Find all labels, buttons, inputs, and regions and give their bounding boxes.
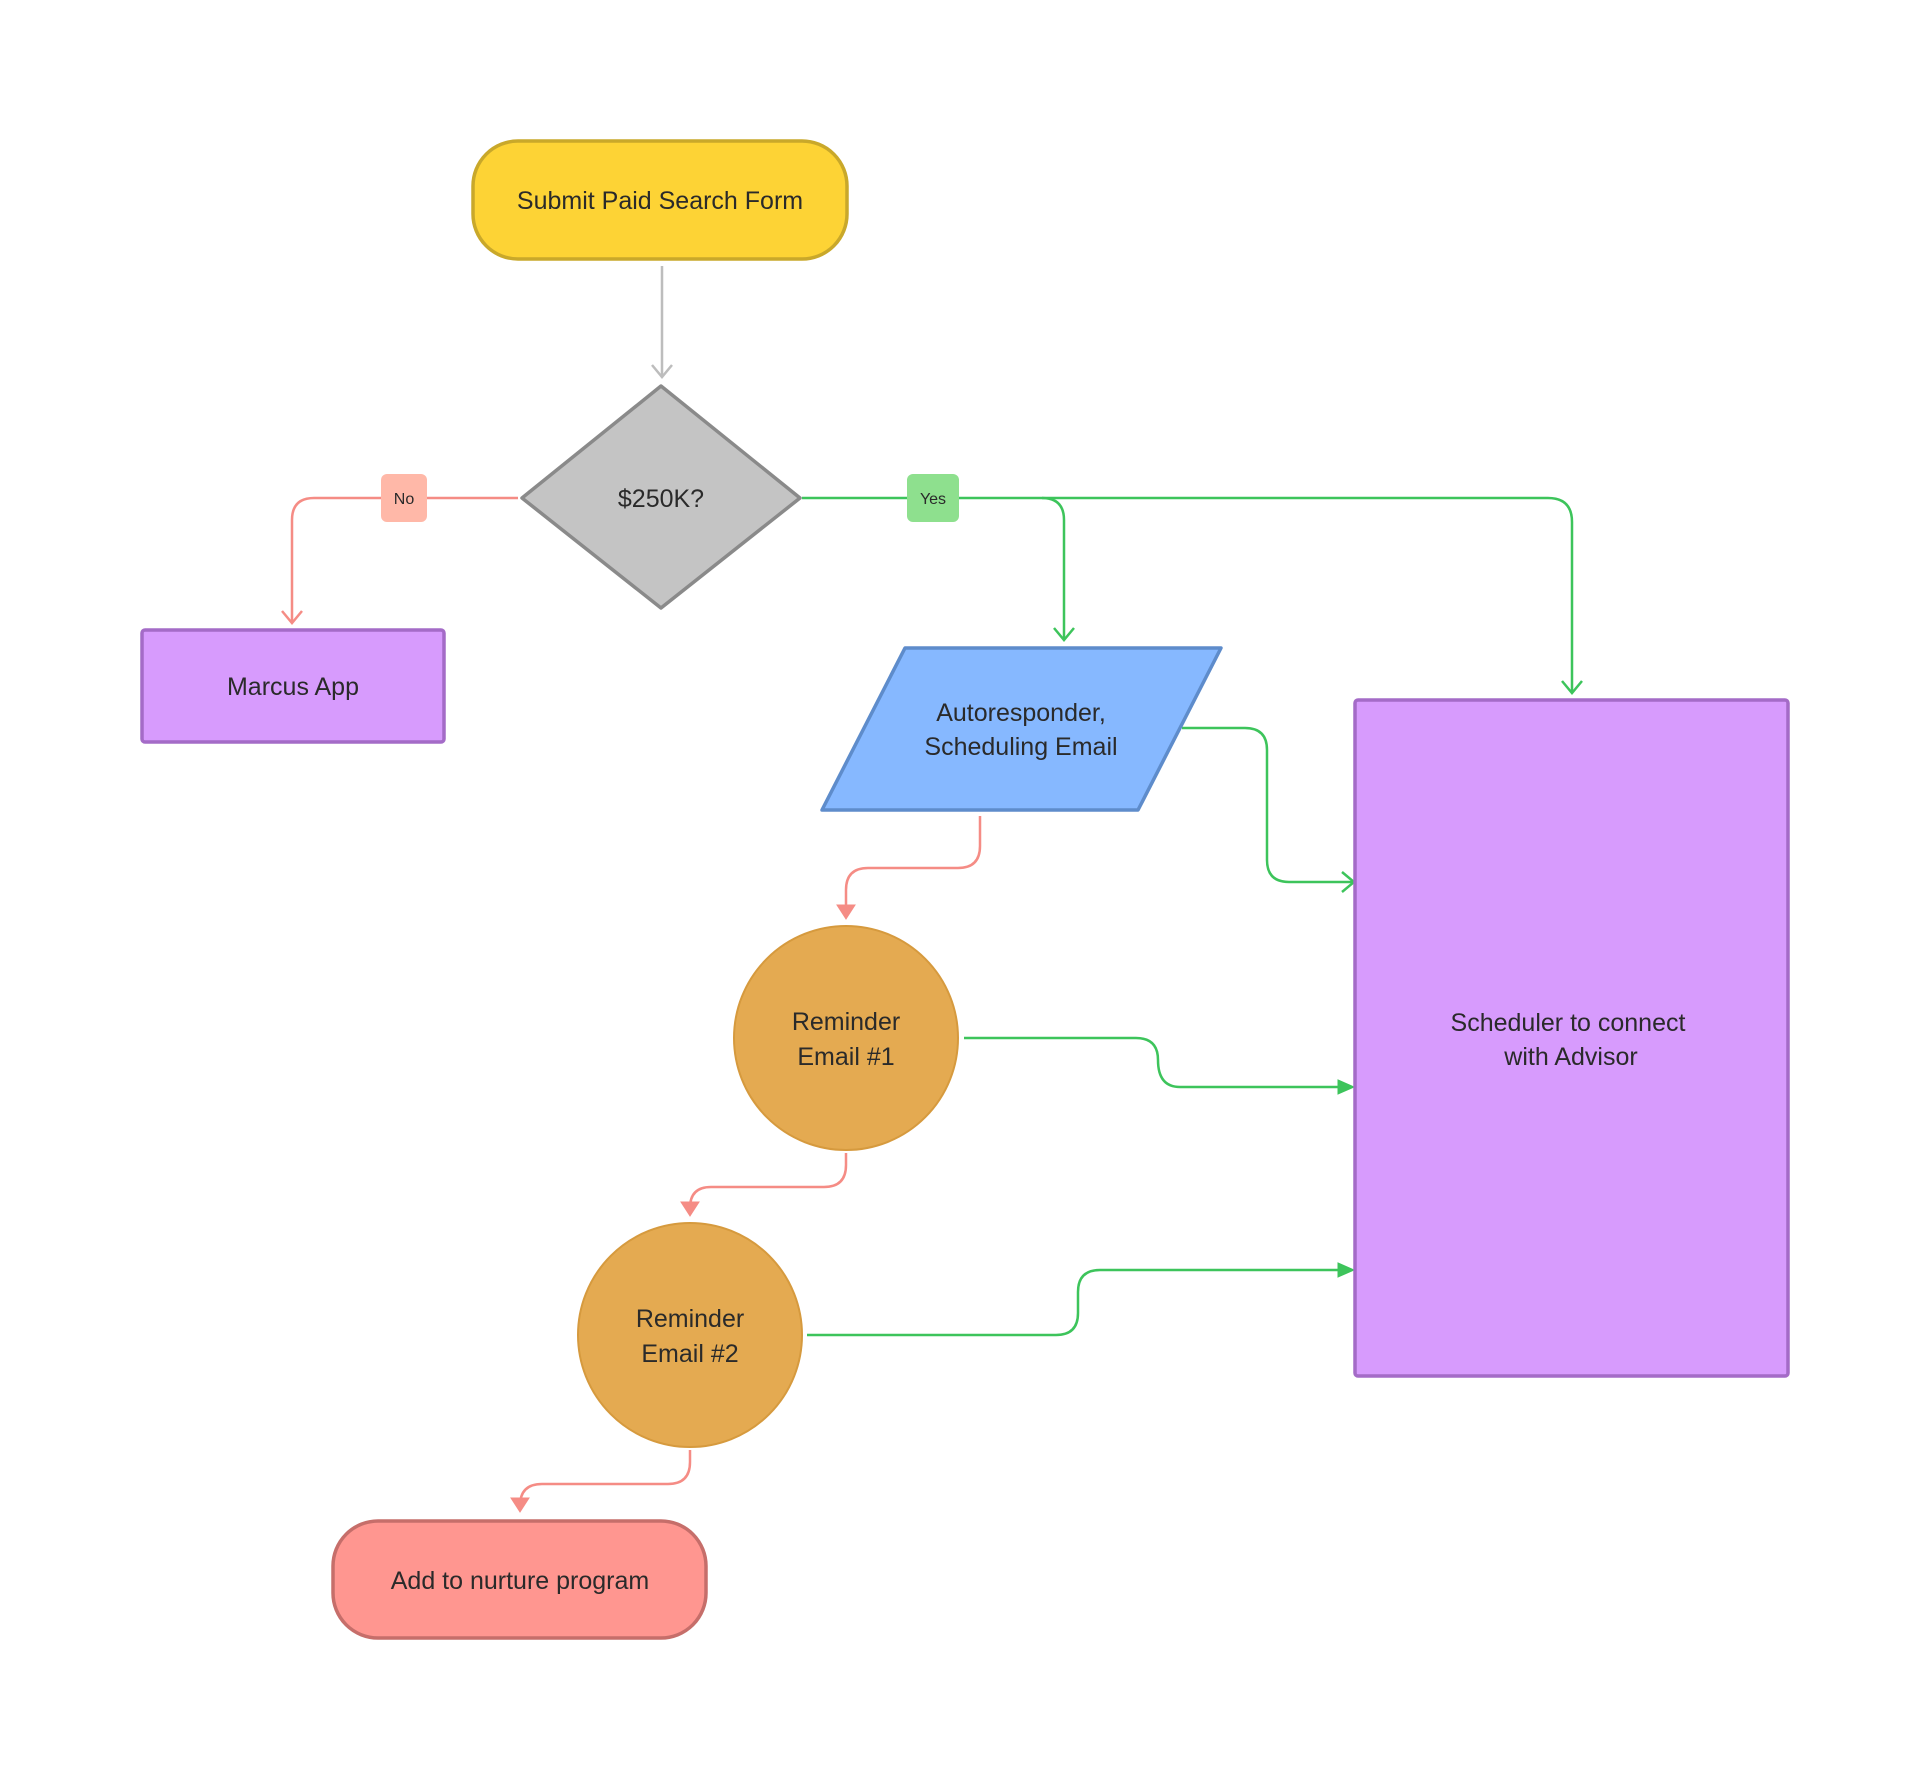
- node-reminder-email-2-label-line1: Reminder: [636, 1305, 744, 1333]
- node-reminder-email-1[interactable]: Reminder Email #1: [733, 925, 959, 1151]
- arrowhead-icon: [651, 364, 673, 379]
- edge-reminder2-to-nurture: [510, 1450, 692, 1513]
- node-nurture-program[interactable]: Add to nurture program: [331, 1519, 708, 1640]
- node-reminder-email-1-label-line2: Email #1: [797, 1043, 894, 1071]
- edge-label-no-text: No: [394, 491, 415, 508]
- node-autoresponder-label-line1: Autoresponder,: [936, 699, 1106, 727]
- arrowhead-icon: [1053, 627, 1075, 642]
- arrowhead-icon: [836, 904, 856, 920]
- arrowhead-icon: [1337, 1262, 1356, 1278]
- node-nurture-program-label: Add to nurture program: [391, 1567, 649, 1595]
- node-autoresponder-label-line2: Scheduling Email: [924, 733, 1117, 761]
- node-scheduler-label-line1: Scheduler to connect: [1451, 1009, 1686, 1037]
- node-decision-label: $250K?: [618, 485, 704, 513]
- node-reminder-email-2[interactable]: Reminder Email #2: [577, 1222, 803, 1448]
- edge-label-yes-badge: [907, 474, 959, 522]
- edges: [281, 266, 1583, 1513]
- edge-label-no-badge: [381, 474, 427, 522]
- edge-autoresponder-to-reminder1: [836, 816, 982, 920]
- edge-decision-to-scheduler: [1042, 496, 1583, 695]
- edge-reminder1-to-reminder2: [680, 1153, 848, 1217]
- arrowhead-icon: [510, 1497, 530, 1513]
- node-scheduler-label-line2: with Advisor: [1503, 1043, 1637, 1071]
- node-start-label: Submit Paid Search Form: [517, 187, 803, 215]
- edge-decision-to-marcus: [281, 496, 518, 625]
- node-decision[interactable]: $250K?: [520, 384, 802, 610]
- node-marcus-app[interactable]: Marcus App: [140, 628, 446, 744]
- arrowhead-icon: [1561, 680, 1583, 695]
- edge-autoresponder-to-scheduler: [1182, 726, 1356, 893]
- node-autoresponder[interactable]: Autoresponder, Scheduling Email: [820, 646, 1223, 812]
- edge-label-yes: Yes: [907, 474, 959, 522]
- node-marcus-app-label: Marcus App: [227, 673, 359, 701]
- node-reminder-email-2-label-line2: Email #2: [641, 1340, 738, 1368]
- arrowhead-icon: [680, 1201, 700, 1217]
- edge-label-no: No: [381, 474, 427, 522]
- edge-reminder1-to-scheduler: [964, 1036, 1356, 1095]
- node-scheduler[interactable]: Scheduler to connect with Advisor: [1353, 698, 1790, 1378]
- edge-start-to-decision: [651, 266, 673, 379]
- edge-reminder2-to-scheduler: [807, 1262, 1356, 1337]
- node-reminder-email-1-label-line1: Reminder: [792, 1008, 900, 1036]
- arrowhead-icon: [1337, 1079, 1356, 1095]
- node-start[interactable]: Submit Paid Search Form: [471, 139, 849, 261]
- edge-label-yes-text: Yes: [920, 491, 946, 508]
- arrowhead-icon: [281, 610, 303, 625]
